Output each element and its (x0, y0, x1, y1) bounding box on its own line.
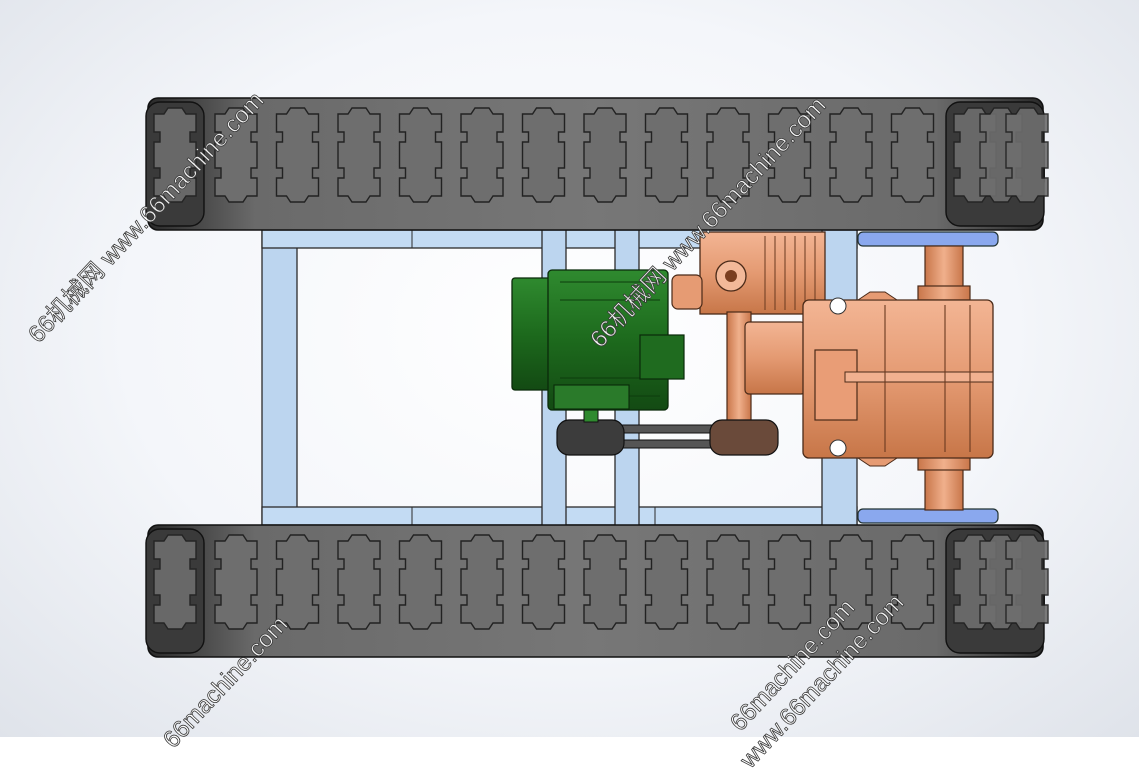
belt-pulley-drive (556, 407, 779, 456)
track-link (706, 107, 750, 203)
sprocket-tooth (1005, 107, 1049, 203)
track-link (214, 534, 258, 630)
track-link (337, 534, 381, 630)
track-link (583, 534, 627, 630)
track-link (460, 534, 504, 630)
track-link (521, 534, 566, 630)
track-link (275, 534, 320, 630)
track-link (275, 107, 320, 203)
gear-reducer (671, 231, 994, 467)
track-link (767, 107, 812, 203)
drive-axle (857, 231, 999, 524)
track-link (890, 534, 935, 630)
idler-tooth (153, 107, 197, 203)
track-link (214, 107, 258, 203)
track-link (706, 534, 750, 630)
electric-motor (511, 269, 685, 411)
track-link (337, 107, 381, 203)
track-link (521, 107, 566, 203)
track-link (398, 534, 443, 630)
track-link (767, 534, 812, 630)
track-link (460, 107, 504, 203)
crawler-chassis-model (145, 97, 1049, 658)
track-link (644, 107, 689, 203)
track-link (829, 534, 873, 630)
track-link (829, 107, 873, 203)
track-link (583, 107, 627, 203)
crawler-track-bottom (145, 524, 1049, 658)
idler-tooth (153, 534, 197, 630)
track-link (398, 107, 443, 203)
crawler-track-top (145, 97, 1049, 231)
sprocket-tooth (1005, 534, 1049, 630)
track-link (890, 107, 935, 203)
track-link (644, 534, 689, 630)
